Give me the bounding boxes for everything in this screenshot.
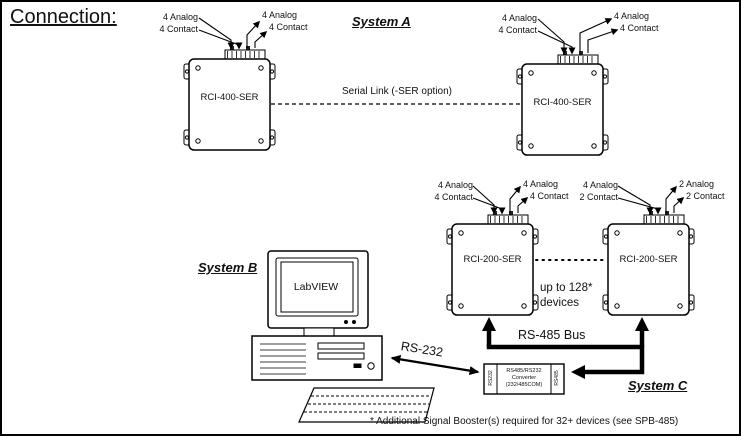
monitor-icon <box>267 250 369 337</box>
converter-label-line3: (232/485COM) <box>505 382 543 389</box>
device-c1-input-contact-label: 4 Contact <box>434 192 473 202</box>
device-c1-wiring <box>472 185 529 215</box>
device-c2-wiring <box>617 185 685 215</box>
device-c2-name: RCI-200-SER <box>619 254 678 265</box>
device-c2-input-analog-label: 4 Analog <box>582 180 618 190</box>
device-a1-output-analog-label: 4 Analog <box>262 10 298 20</box>
device-a2-output-analog-label: 4 Analog <box>614 11 650 21</box>
converter-rs232-port-label: RS232 <box>488 370 494 386</box>
page-title: Connection: <box>10 6 117 28</box>
converter-rs485-port-label: RS485 <box>554 370 560 386</box>
converter-label-line1: RS485/RS232 <box>506 368 542 374</box>
expansion-note-line1: up to 128* <box>540 282 593 294</box>
system-a-label: System A <box>352 14 411 29</box>
rs232-arrow <box>390 354 480 376</box>
computer-graphic <box>251 250 435 423</box>
device-a2-name: RCI-400-SER <box>533 97 592 108</box>
system-b-label: System B <box>198 260 258 275</box>
device-a2-output-contact-label: 4 Contact <box>620 23 659 33</box>
device-a2-input-contact-label: 4 Contact <box>498 25 537 35</box>
device-c2-output-analog-label: 2 Analog <box>679 179 715 189</box>
serial-link-label: Serial Link (-SER option) <box>341 86 453 97</box>
device-a2-wiring <box>537 18 619 55</box>
device-a1-input-contact-label: 4 Contact <box>159 24 198 34</box>
device-c1-name: RCI-200-SER <box>463 254 522 265</box>
device-a1-output-contact-label: 4 Contact <box>269 22 308 32</box>
converter-box-graphic <box>483 363 565 395</box>
device-a2-input-analog-label: 4 Analog <box>501 13 537 23</box>
rs485-bus-arrows <box>482 317 649 379</box>
device-a1-wiring <box>198 17 268 50</box>
monitor-screen-label: LabVIEW <box>293 281 339 293</box>
expansion-note-line2: devices <box>540 297 579 309</box>
device-c1-input-analog-label: 4 Analog <box>437 180 473 190</box>
converter-label-line2: Converter <box>511 375 537 382</box>
rs485-bus-label: RS-485 Bus <box>518 328 586 342</box>
expansion-note: up to 128* devices <box>540 281 592 311</box>
device-c2-input-contact-label: 2 Contact <box>579 192 618 202</box>
footnote: * Additional Signal Booster(s) required … <box>370 416 679 427</box>
device-c2-output-contact-label: 2 Contact <box>686 191 725 201</box>
keyboard-icon <box>298 387 435 423</box>
device-a1-name: RCI-400-SER <box>200 92 259 103</box>
converter-label: RS485/RS232 Converter (232/485COM) <box>498 368 550 389</box>
system-c-label: System C <box>628 378 688 393</box>
device-a1-input-analog-label: 4 Analog <box>162 12 198 22</box>
desktop-case-icon <box>251 335 383 381</box>
device-c1-output-analog-label: 4 Analog <box>523 179 559 189</box>
device-c1-output-contact-label: 4 Contact <box>530 191 569 201</box>
